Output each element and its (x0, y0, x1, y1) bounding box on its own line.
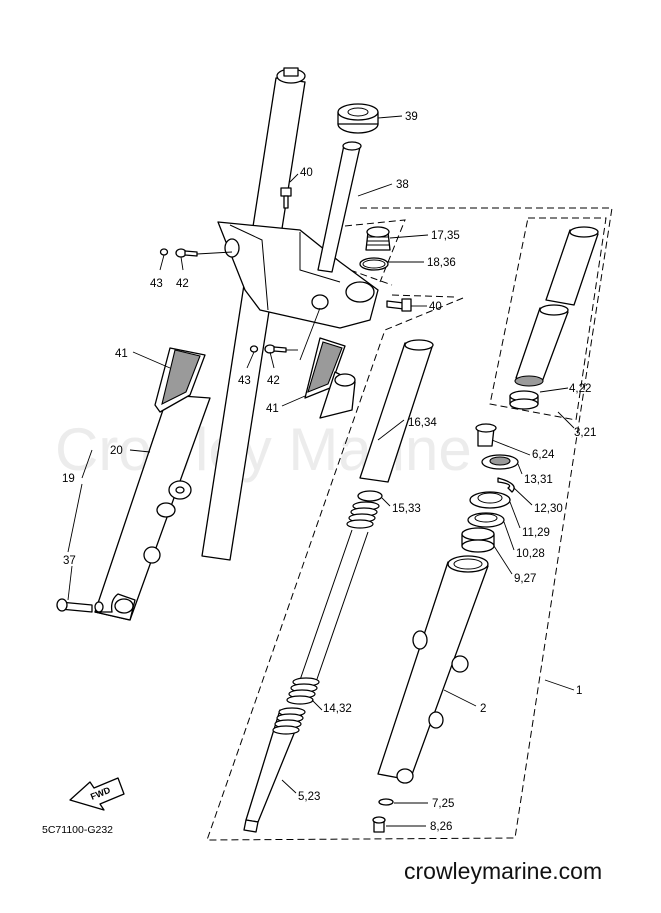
caliper-mount-lower (156, 502, 176, 518)
callout-43-lower: 43 (238, 375, 251, 387)
callout-8-26: 8,26 (430, 821, 452, 833)
callout-17-35: 17,35 (431, 230, 460, 242)
bolt-40-upper (280, 187, 292, 209)
clip-12-30 (497, 477, 515, 493)
ring-4-22 (509, 390, 539, 410)
washer-43-lower (249, 345, 259, 353)
lower-boss (143, 546, 161, 564)
spring-long (299, 529, 369, 683)
bolt-40-right (386, 298, 412, 312)
washer-43-upper (159, 248, 169, 256)
bracket-hole-steer (345, 281, 375, 303)
washer-13-31 (481, 454, 519, 470)
axle-hole (114, 598, 134, 614)
spacer-10-28 (467, 512, 505, 528)
cap-bolt (283, 67, 299, 77)
callout-40-right: 40 (429, 301, 442, 313)
washer-15-33 (357, 490, 383, 502)
bush-9-27 (461, 527, 495, 553)
callout-1: 1 (576, 685, 582, 697)
outer-tube-2 (377, 555, 489, 784)
seal-11-29 (469, 491, 511, 509)
spring-upper (346, 501, 380, 529)
steering-stem (317, 144, 361, 273)
cap-bolt-17-35 (365, 226, 391, 251)
bracket-hole-left (224, 238, 240, 258)
callout-3-21: 3,21 (574, 427, 596, 439)
footer-website: crowleymarine.com (404, 858, 603, 884)
group-outline-1 (206, 207, 613, 841)
callout-39: 39 (405, 111, 418, 123)
bolt-42-upper (175, 248, 198, 258)
lower-bracket (217, 221, 379, 329)
seal-tube-3-21 (514, 226, 599, 387)
group-outline-fork-top (344, 219, 456, 298)
bushing-6-24 (475, 423, 497, 447)
callout-11-29: 11,29 (522, 527, 550, 539)
bolt-42-lower (264, 344, 287, 354)
callout-14-32: 14,32 (323, 703, 352, 715)
bolt-8-26 (372, 816, 386, 833)
callout-40-upper: 40 (300, 167, 313, 179)
inner-tube-left (201, 77, 306, 561)
callout-labels: 39 38 40 17,35 18,36 40 43 42 43 42 41 4… (62, 111, 596, 833)
callout-18-36: 18,36 (427, 257, 456, 269)
callout-37: 37 (63, 555, 76, 567)
callout-6-24: 6,24 (532, 449, 555, 461)
callout-5-23: 5,23 (298, 791, 320, 803)
callout-9-27: 9,27 (514, 573, 536, 585)
group-outline-3-21 (489, 217, 607, 421)
bearing-39 (337, 103, 379, 134)
callout-12-30: 12,30 (534, 503, 563, 515)
callout-19: 19 (62, 473, 75, 485)
callout-7-25: 7,25 (432, 798, 454, 810)
callout-43-upper: 43 (150, 278, 163, 290)
diagram-code: 5C71100-G232 (42, 824, 113, 836)
callout-41-left: 41 (115, 348, 128, 360)
fork-guard-right (304, 337, 356, 419)
callout-20: 20 (110, 445, 123, 457)
bracket-hole-right (311, 294, 329, 310)
callout-4-22: 4,22 (569, 383, 591, 395)
callout-42-lower: 42 (267, 375, 280, 387)
callout-42-upper: 42 (176, 278, 189, 290)
callout-10-28: 10,28 (516, 548, 545, 560)
damper-rod-5-23 (243, 707, 306, 833)
leader-lines (67, 115, 575, 827)
callout-41-right: 41 (266, 403, 279, 415)
spring-14-32 (286, 677, 320, 705)
fwd-arrow-icon: FWD (69, 777, 125, 811)
left-fork-assembly (56, 67, 306, 621)
callout-13-31: 13,31 (524, 474, 553, 486)
washer-7-25 (378, 798, 394, 806)
callout-38: 38 (396, 179, 409, 191)
bracket-body (217, 221, 379, 329)
callout-15-33: 15,33 (392, 503, 421, 515)
callout-2: 2 (480, 703, 486, 715)
callout-16-34: 16,34 (408, 417, 437, 429)
